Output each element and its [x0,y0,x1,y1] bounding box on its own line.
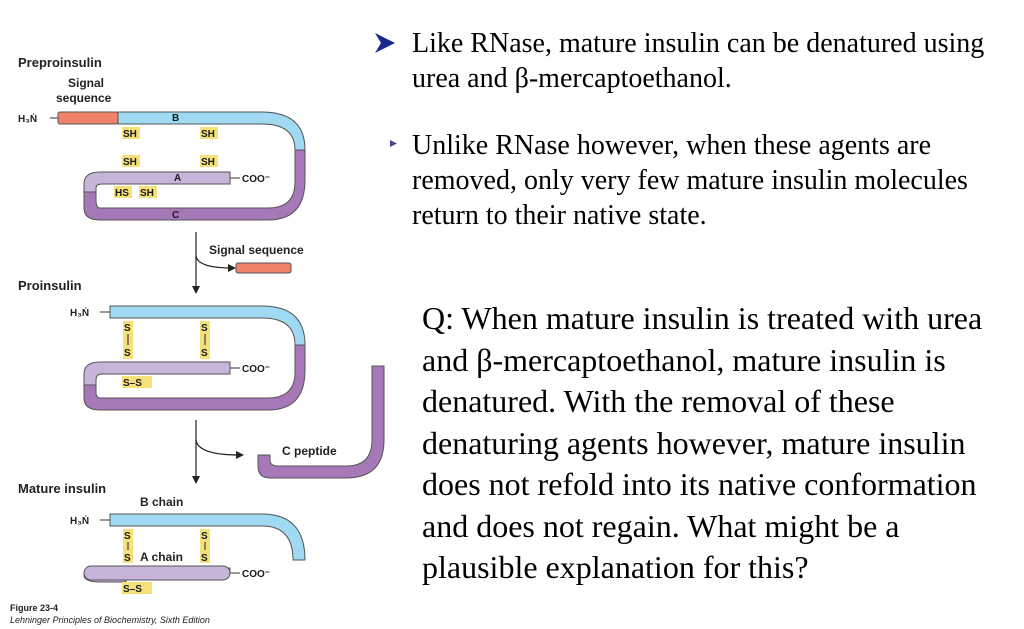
h3n-label-mature: H₃Ṅ [70,514,89,527]
b-chain-label: B chain [140,495,183,509]
insulin-processing-figure: Preproinsulin Signal sequence H₃Ṅ COO⁻ … [10,55,385,625]
s-tag: S [124,323,131,334]
bullet-2-text: Unlike RNase however, when these agents … [412,130,968,231]
small-triangle-bullet-icon [390,140,397,147]
signal-sequence-removed-label: Signal sequence [209,243,304,257]
sh-tag: SH [201,157,215,168]
s-tag: S [124,348,131,359]
c-peptide-label: C peptide [282,444,337,458]
removed-c-peptide [257,365,385,479]
ss-tag: S–S [123,378,142,389]
c-peptide-loop-pre [83,149,306,221]
s-tag: S [201,348,208,359]
s-tag: S [201,531,208,542]
b-chain-mature [109,513,306,561]
s-tag: S [201,553,208,564]
c-label-pre: C [172,210,179,221]
signal-label-2: sequence [56,91,112,105]
figure-caption-source: Lehninger Principles of Biochemistry, Si… [10,615,210,625]
a-chain-pre [83,171,231,193]
h3n-label-pre: H₃Ṅ [18,112,37,125]
s-tag: S [124,553,131,564]
a-chain-pro [83,361,231,386]
ss-tag: S–S [123,584,142,595]
c-peptide-loop-pro [83,344,306,411]
removed-signal-sequence [235,262,292,274]
b-chain-pro [109,305,306,346]
b-chain-pre [117,111,306,151]
figure-caption-number: Figure 23-4 [10,603,58,613]
b-label-pre: B [172,113,179,124]
proinsulin-label: Proinsulin [18,278,82,293]
arrow-bullet-icon [375,33,395,53]
a-label-pre: A [174,173,181,184]
s-tag: S [124,531,131,542]
sh-tag: SH [123,129,137,140]
h3n-label-pro: H₃Ṅ [70,306,89,319]
signal-label-1: Signal [68,76,104,90]
preproinsulin-label: Preproinsulin [18,55,102,70]
mature-insulin-label: Mature insulin [18,481,106,496]
sh-tag: SH [123,157,137,168]
hs-tag: HS [115,188,129,199]
coo-mature: COO⁻ [242,569,270,580]
a-chain-label: A chain [140,550,183,564]
s-tag: S [201,323,208,334]
sh-tag: SH [201,129,215,140]
bullet-1-text: Like RNase, mature insulin can be denatu… [412,28,985,94]
question-text: Q: When mature insulin is treated with u… [422,300,983,585]
sh-tag: SH [140,188,154,199]
coo-pro: COO⁻ [242,364,270,375]
signal-sequence-pre [57,111,119,125]
coo-pre: COO⁻ [242,174,270,185]
